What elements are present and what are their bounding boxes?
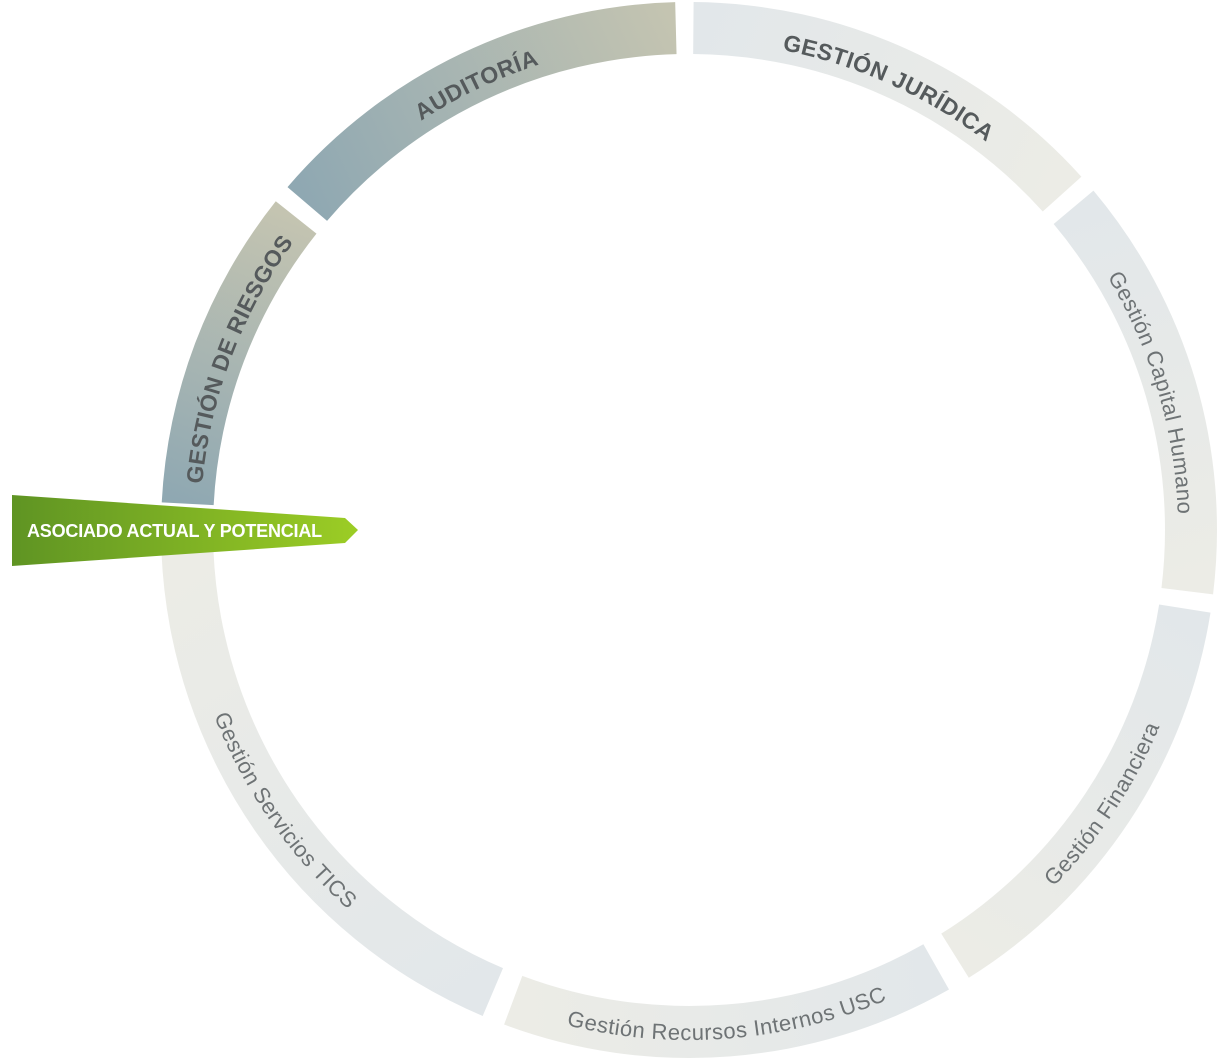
segment-gestion-juridica [693,2,1082,212]
asociado-tag-label: ASOCIADO ACTUAL Y POTENCIAL [27,521,322,541]
label-gestion-financiera: Gestión Financiera [1039,718,1165,890]
segment-gestion-de-riesgos [161,201,317,506]
segment-gestion-capital-humano [1053,190,1217,595]
segment-gestion-servicios-tics [161,550,504,1017]
asociado-tag-shape [12,495,358,566]
segment-gestion-financiera [941,604,1211,978]
ring-segments [161,2,1217,1058]
center-tag: ASOCIADO ACTUAL Y POTENCIAL [12,495,358,566]
label-gestion-servicios-tics: Gestión Servicios TICS [209,708,362,913]
segment-gestion-recursos-internos [504,944,949,1058]
segment-auditoria [287,2,677,221]
